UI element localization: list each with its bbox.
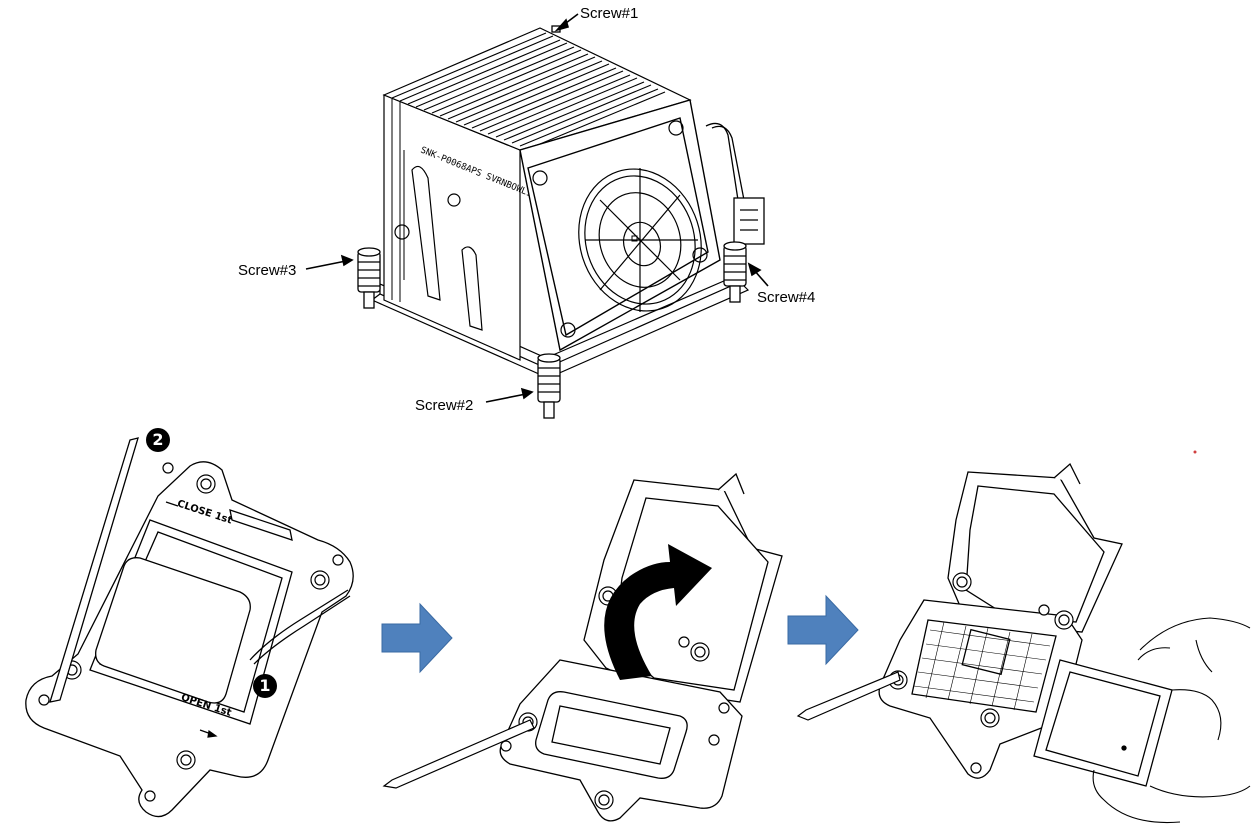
- screw-4-label: Screw#4: [757, 289, 816, 306]
- step-arrow-1: [381, 602, 453, 674]
- step-arrow-2: [787, 594, 859, 666]
- screw-3-label: Screw#3: [238, 262, 297, 279]
- screw-1-label: Screw#1: [580, 5, 639, 22]
- step-1-badge: 1: [253, 674, 277, 698]
- step-2-badge: 2: [146, 428, 170, 452]
- screw-2-label: Screw#2: [415, 397, 474, 414]
- rotate-arrow-icon: [604, 544, 712, 680]
